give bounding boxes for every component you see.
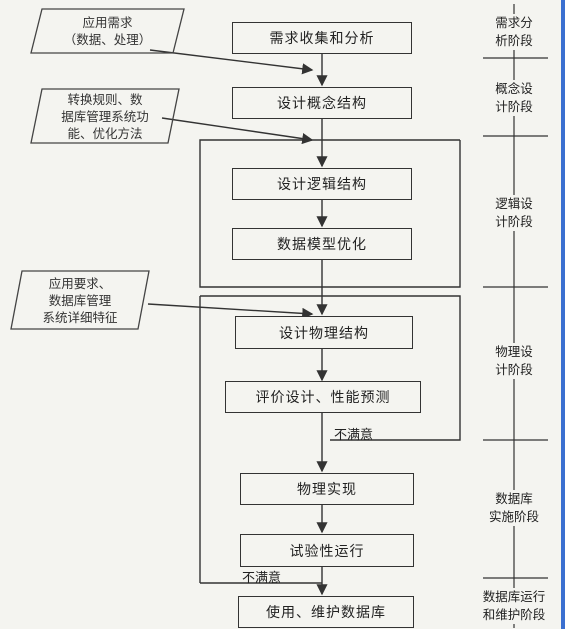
feedback-unsatisfied-physical: 不满意 <box>334 428 374 443</box>
arrow-rules-input <box>161 117 314 145</box>
phase-conceptual-design: 概念设 计阶段 <box>479 80 549 116</box>
logical-loop <box>199 139 461 288</box>
feedback-unsatisfied-trial: 不满意 <box>242 571 282 586</box>
phase-operation-maintenance: 数据库运行 和维护阶段 <box>474 588 554 624</box>
step-logical-structure: 设计逻辑结构 <box>232 168 412 200</box>
input-conversion-rules: 转换规则、数 据库管理系统功 能、优化方法 <box>30 88 180 144</box>
step-use-maintain: 使用、维护数据库 <box>238 596 414 628</box>
step-physical-implementation: 物理实现 <box>240 473 414 505</box>
step-conceptual-structure: 设计概念结构 <box>232 87 412 119</box>
input-requirements-text: 应用需求 （数据、处理） <box>63 15 152 47</box>
arrow-dbreq-input <box>147 303 314 319</box>
step-trial-run: 试验性运行 <box>240 534 414 567</box>
phase-physical-design: 物理设 计阶段 <box>479 343 549 379</box>
window-edge-strip <box>561 0 565 629</box>
phase-ticks <box>483 57 548 579</box>
phase-logical-design: 逻辑设 计阶段 <box>479 195 549 231</box>
input-db-requirements-text: 应用要求、 数据库管理 系统详细特征 <box>42 275 118 325</box>
input-db-requirements: 应用要求、 数据库管理 系统详细特征 <box>10 270 150 330</box>
step-collect-analyze: 需求收集和分析 <box>232 22 412 54</box>
physical-loop <box>200 295 461 441</box>
input-requirements: 应用需求 （数据、处理） <box>30 8 185 54</box>
parallelogram-shape <box>30 88 180 144</box>
step-evaluate-predict: 评价设计、性能预测 <box>225 381 421 413</box>
phase-implementation: 数据库 实施阶段 <box>479 490 549 526</box>
input-conversion-rules-text: 转换规则、数 据库管理系统功 能、优化方法 <box>61 91 149 141</box>
parallelogram-shape <box>10 270 150 330</box>
arrow-requirements-input <box>149 49 314 75</box>
step-model-optimization: 数据模型优化 <box>232 228 412 260</box>
phase-requirement-analysis: 需求分 析阶段 <box>479 14 549 50</box>
parallelogram-shape <box>30 8 185 54</box>
step-physical-structure: 设计物理结构 <box>235 316 413 349</box>
